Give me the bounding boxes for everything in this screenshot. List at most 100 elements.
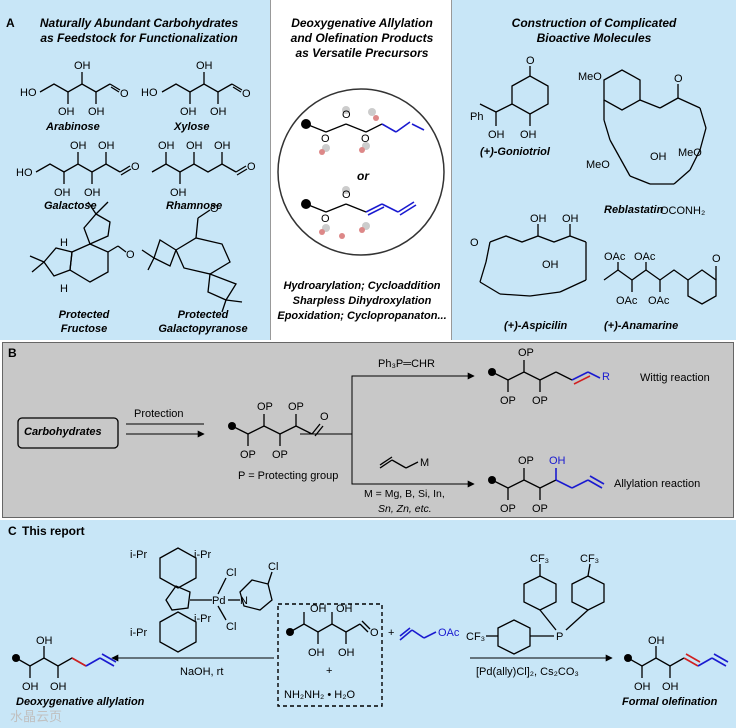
aspicilin-oh-2: OH	[562, 213, 579, 225]
xylose-o: O	[242, 88, 251, 100]
left-product-oh-2: OH	[22, 681, 39, 693]
galactose-o: O	[131, 161, 140, 173]
aspicilin-structure	[479, 224, 587, 297]
right-product-label: Formal olefination	[622, 696, 718, 708]
rhamnose-oh-4: OH	[170, 187, 187, 199]
panel-b-letter: B	[8, 346, 17, 360]
allylation-oh: OH	[549, 455, 566, 467]
galactose-oh-4: OH	[84, 187, 101, 199]
allyl-metal-reagent	[379, 456, 419, 469]
tris-cf3-phenyl-phosphine-structure	[486, 563, 605, 655]
watermark: 水晶云页	[10, 709, 63, 724]
wittig-reaction-label: Wittig reaction	[640, 372, 710, 384]
anamarine-structure	[603, 262, 717, 305]
box-plus: +	[326, 665, 332, 677]
xylose-structure	[161, 72, 243, 104]
reblastatin-oh: OH	[650, 151, 667, 163]
xylose-oh-2: OH	[180, 106, 197, 118]
box-oh-2: OH	[336, 603, 353, 615]
right-product-oh-1: OH	[648, 635, 665, 647]
ipr-1: i-Pr	[130, 549, 147, 561]
panel-a-right	[452, 0, 736, 340]
panel-a-left-title-2: as Feedstock for Functionalization	[40, 31, 238, 45]
carbohydrates-box	[17, 417, 119, 449]
reblastatin-meo-1: MeO	[578, 71, 602, 83]
xylose-oh-3: OH	[210, 106, 227, 118]
arabinose-oh-1: OH	[74, 60, 91, 72]
protected-galactopyranose-structure	[141, 209, 243, 313]
rhamnose-oh-3: OH	[214, 140, 231, 152]
box-oh-3: OH	[308, 647, 325, 659]
goniotriol-ph: Ph	[470, 111, 483, 123]
box-oh-1: OH	[310, 603, 327, 615]
label-galactose: Galactose	[44, 200, 97, 212]
arabinose-o: O	[120, 88, 129, 100]
panel-a-left	[0, 0, 270, 340]
circle-bottom-o-1: O	[342, 189, 351, 201]
cf3-3: CF₃	[466, 631, 485, 643]
plus-sign: +	[388, 627, 394, 639]
reblastatin-o: O	[674, 73, 683, 85]
aspicilin-oh-1: OH	[530, 213, 547, 225]
arabinose-oh-2: OH	[58, 106, 75, 118]
right-product-oh-2: OH	[634, 681, 651, 693]
goniotriol-oh-2: OH	[520, 129, 537, 141]
left-product-oh-3: OH	[50, 681, 67, 693]
aspicilin-o-1: O	[470, 237, 479, 249]
allyl-metals-line-1: M = Mg, B, Si, In,	[364, 488, 445, 500]
circle-top-o-2: O	[321, 133, 330, 145]
label-aspicilin: (+)-Aspicilin	[504, 320, 568, 332]
right-conditions: [Pd(ally)Cl]₂, Cs₂CO₃	[476, 666, 579, 678]
cf3-1: CF₃	[530, 553, 549, 565]
reblastatin-meo-2: MeO	[586, 159, 610, 171]
allylation-op-3: OP	[532, 503, 548, 515]
ipr-2: i-Pr	[194, 549, 211, 561]
xylose-ho: HO	[141, 87, 158, 99]
wittig-op-3: OP	[532, 395, 548, 407]
label-reblastatin: Reblastatin	[604, 204, 664, 216]
box-oh-4: OH	[338, 647, 355, 659]
circle-or: or	[357, 169, 370, 183]
galactose-ho: HO	[16, 167, 33, 179]
anamarine-o: O	[712, 253, 721, 265]
reblastatin-meo-3: MeO	[678, 147, 702, 159]
allylation-arrow	[351, 434, 475, 488]
carbohydrates-label: Carbohydrates	[24, 426, 102, 438]
olefination-product-ball-model	[301, 186, 417, 239]
rhamnose-oh-1: OH	[158, 140, 175, 152]
allylation-op-2: OP	[500, 503, 516, 515]
b-aldehyde-op-1: OP	[257, 401, 273, 413]
circle-bottom-o-2: O	[321, 213, 330, 225]
pd-nhc-catalyst-structure	[159, 547, 273, 653]
galactose-structure	[35, 152, 132, 184]
galactopyranose-o: O	[210, 203, 219, 215]
galactose-oh-2: OH	[98, 140, 115, 152]
arabinose-oh-3: OH	[88, 106, 105, 118]
anamarine-oac-1: OAc	[604, 251, 626, 263]
wittig-product-structure	[488, 360, 601, 392]
left-product-oh-1: OH	[36, 635, 53, 647]
b-aldehyde-op-2: OP	[288, 401, 304, 413]
fructose-h-1: H	[60, 237, 68, 249]
b-aldehyde-o: O	[320, 411, 329, 423]
left-conditions: NaOH, rt	[180, 666, 224, 678]
panel-a-letter: A	[6, 16, 15, 30]
anamarine-oac-2: OAc	[634, 251, 656, 263]
rhamnose-o: O	[247, 161, 256, 173]
label-anamarine: (+)-Anamarine	[604, 320, 679, 332]
label-arabinose: Arabinose	[46, 121, 100, 133]
right-product-oh-3: OH	[662, 681, 679, 693]
arabinose-ho: HO	[20, 87, 37, 99]
pd-atom: Pd	[212, 595, 225, 607]
b-aldehyde-op-4: OP	[272, 449, 288, 461]
protected-aldehyde-structure	[228, 414, 324, 446]
xylose-oh-1: OH	[196, 60, 213, 72]
left-product-label: Deoxygenative allylation	[16, 696, 145, 708]
fructose-o: O	[126, 249, 135, 261]
panel-c-letter: C	[8, 524, 17, 538]
deoxygenative-allylation-product	[12, 646, 117, 678]
panel-a-middle-title-2: and Olefination Products	[290, 31, 434, 45]
panel-a-left-title-1: Naturally Abundant Carbohydrates	[39, 16, 239, 30]
wittig-reagent: Ph₃P═CHR	[378, 358, 435, 370]
